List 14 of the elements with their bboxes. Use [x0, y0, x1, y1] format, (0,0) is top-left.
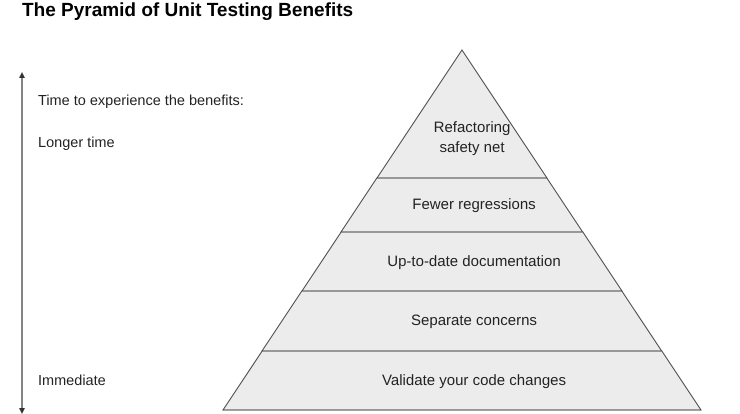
tier-label: Up-to-date documentation: [386, 252, 562, 271]
tier-label: Separate concerns: [410, 311, 538, 330]
tier-label: Refactoring safety net: [432, 118, 512, 157]
title: The Pyramid of Unit Testing Benefits: [22, 0, 354, 22]
axis-label: Time to experience the benefits:: [38, 93, 244, 109]
axis-label: Longer time: [38, 135, 115, 151]
axis-label: Immediate: [38, 373, 106, 389]
tier-label: Validate your code changes: [380, 370, 567, 390]
pyramid-tier: [377, 50, 547, 178]
pyramid-tier: [341, 178, 583, 232]
tier-label: Fewer regressions: [411, 195, 537, 214]
pyramid-tier: [223, 351, 701, 410]
pyramid-tier: [262, 291, 662, 351]
pyramid-tier: [302, 232, 622, 291]
